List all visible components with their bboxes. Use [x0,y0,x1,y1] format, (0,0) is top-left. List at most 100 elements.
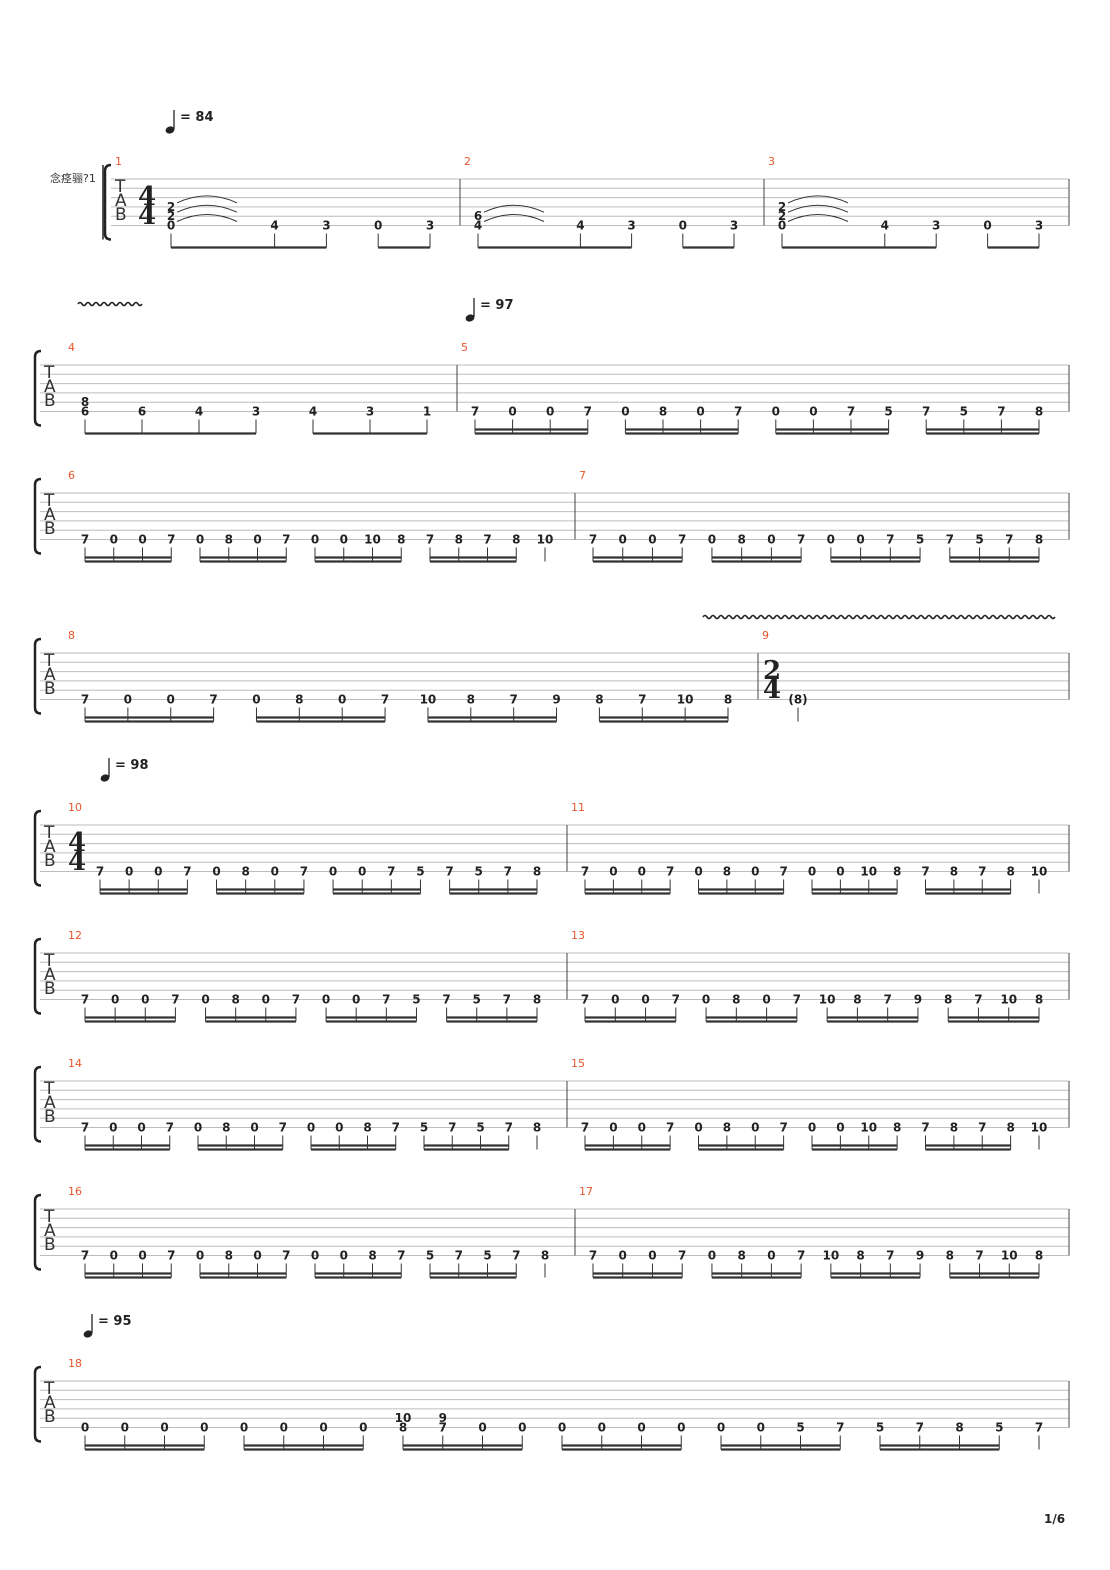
fret-number: 0 [271,865,279,879]
fret-number: 9 [439,1411,447,1425]
fret-number: 8 [724,693,732,707]
fret-number: 0 [124,693,132,707]
bar-number: 1 [115,155,122,168]
fret-number: 0 [638,1121,646,1135]
fret-number: 2 [778,200,786,214]
fret-number: 7 [209,693,217,707]
fret-number: 7 [96,865,104,879]
tab-clef-letter: A [115,191,127,211]
fret-number: 0 [619,533,627,547]
fret-number: 0 [772,405,780,419]
fret-number: 0 [125,865,133,879]
fret-number: 8 [241,865,249,879]
fret-number: 7 [81,1121,89,1135]
fret-number: 0 [708,533,716,547]
fret-number: 8 [397,533,405,547]
fret-number: 8 [853,993,861,1007]
fret-number: 7 [734,405,742,419]
time-signature-top: 2 [763,656,781,686]
staff-bracket [33,637,42,715]
fret-number: 7 [445,865,453,879]
fret-number: 7 [81,1249,89,1263]
fret-number: 8 [595,693,603,707]
fret-number: 0 [809,405,817,419]
tab-clef-letter: A [44,1393,56,1413]
fret-number: 0 [836,1121,844,1135]
fret-number: 0 [250,1121,258,1135]
tab-clef-letter: T [43,1207,55,1227]
fret-number: 7 [916,1421,924,1435]
fret-number: 7 [279,1121,287,1135]
fret-number: 10 [860,865,877,879]
fret-number: 4 [270,219,278,233]
fret-number: 0 [167,219,175,233]
fret-number: 9 [914,993,922,1007]
fret-number: 0 [762,993,770,1007]
tie-arc [483,204,545,213]
fret-number: 7 [504,865,512,879]
tab-clef-letter: B [44,1407,56,1427]
fret-number: 10 [819,993,836,1007]
fret-number: 7 [836,1421,844,1435]
tempo-mark: = 95 [98,1314,132,1329]
fret-number: 5 [876,1421,884,1435]
fret-number: 10 [364,533,381,547]
fret-number: 0 [677,1421,685,1435]
fret-number: 5 [473,993,481,1007]
staff-bracket [33,1193,42,1271]
fret-number: 0 [558,1421,566,1435]
fret-number: 8 [225,1249,233,1263]
fret-number: 8 [541,1249,549,1263]
bar-number: 10 [68,801,82,814]
fret-number: 7 [584,405,592,419]
fret-number: 5 [416,865,424,879]
fret-number: 0 [167,693,175,707]
fret-number: 0 [808,1121,816,1135]
fret-number: 0 [609,1121,617,1135]
fret-number: 0 [138,1249,146,1263]
fret-number: 0 [311,1249,319,1263]
fret-number: 8 [1035,993,1043,1007]
fret-number: 7 [922,405,930,419]
tab-clef-letter: T [43,951,55,971]
fret-number: 0 [546,405,554,419]
tab-clef-letter: T [43,1379,55,1399]
fret-number: 7 [512,1249,520,1263]
bar-number: 5 [461,341,468,354]
fret-number: 7 [589,1249,597,1263]
time-signature-top: 4 [138,182,156,212]
tab-clef-letter: A [44,965,56,985]
fret-number: 0 [478,1421,486,1435]
fret-number: 6 [474,209,482,223]
tab-clef-letter: T [43,491,55,511]
fret-number: 4 [881,219,889,233]
fret-number: 0 [240,1421,248,1435]
tab-clef-letter: A [44,505,56,525]
staff-bracket [33,1065,42,1143]
fret-number: 8 [533,1121,541,1135]
fret-number: 7 [638,693,646,707]
fret-number: 0 [201,993,209,1007]
fret-number: 0 [518,1421,526,1435]
tie-arc [787,204,849,213]
fret-number: 0 [322,993,330,1007]
fret-number: 10 [537,533,554,547]
tie-arc [787,214,849,222]
staff-bracket [103,163,112,241]
quarter-note-icon [83,1330,93,1338]
fret-number: 0 [109,1121,117,1135]
fret-number: 7 [171,993,179,1007]
fret-number: 7 [886,1249,894,1263]
fret-number: 5 [916,533,924,547]
staff-bracket [33,1365,42,1443]
fret-number: 7 [471,405,479,419]
time-signature-bottom: 4 [763,675,781,705]
fret-number: 7 [503,993,511,1007]
fret-number: 4 [576,219,584,233]
fret-number: 7 [81,533,89,547]
fret-number: 8 [946,1249,954,1263]
fret-number: 7 [167,1249,175,1263]
tab-clef-letter: B [44,979,56,999]
fret-number: 0 [598,1421,606,1435]
